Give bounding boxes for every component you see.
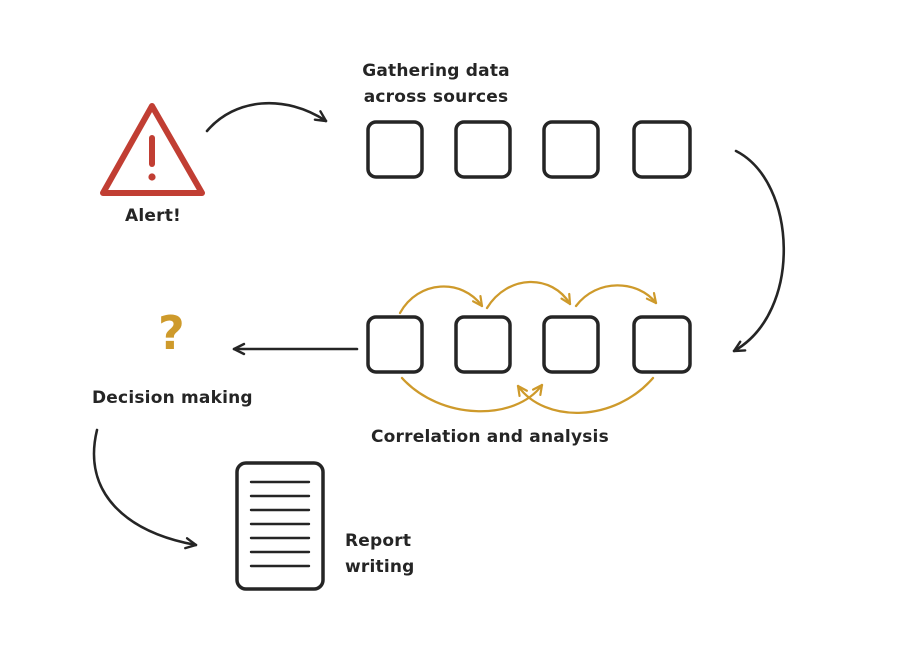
correlation-arc-2-3 — [485, 280, 572, 310]
arrow-gathering-to-correlation — [732, 149, 785, 353]
correlation-arcs-bottom — [400, 376, 655, 414]
correlation-box-4 — [632, 315, 692, 374]
correlation-arcs-top — [398, 280, 658, 315]
gathering-box-4 — [632, 120, 692, 179]
correlation-label: Correlation and analysis — [371, 427, 609, 447]
correlation-arc-3-4 — [574, 284, 658, 308]
report-document-icon — [235, 461, 325, 591]
correlation-arc-4-2 — [516, 376, 655, 414]
correlation-arc-1-2 — [398, 285, 484, 315]
arrow-alert-to-gathering — [205, 101, 328, 133]
decision-label: Decision making — [92, 388, 253, 408]
gathering-boxes — [366, 120, 692, 179]
gathering-label: Gathering data across sources — [362, 61, 510, 108]
gathering-box-3 — [542, 120, 600, 179]
gathering-box-1 — [366, 120, 424, 179]
question-mark-icon: ? — [158, 306, 185, 360]
correlation-box-2 — [454, 315, 512, 374]
report-label: Report writing — [345, 531, 415, 578]
correlation-boxes — [366, 315, 692, 374]
alert-triangle-icon — [100, 103, 205, 196]
correlation-arc-1-3 — [400, 376, 544, 413]
correlation-box-3 — [542, 315, 600, 374]
correlation-box-1 — [366, 315, 424, 374]
arrow-decision-to-report — [92, 428, 198, 550]
alert-label: Alert! — [125, 206, 181, 226]
gathering-box-2 — [454, 120, 512, 179]
